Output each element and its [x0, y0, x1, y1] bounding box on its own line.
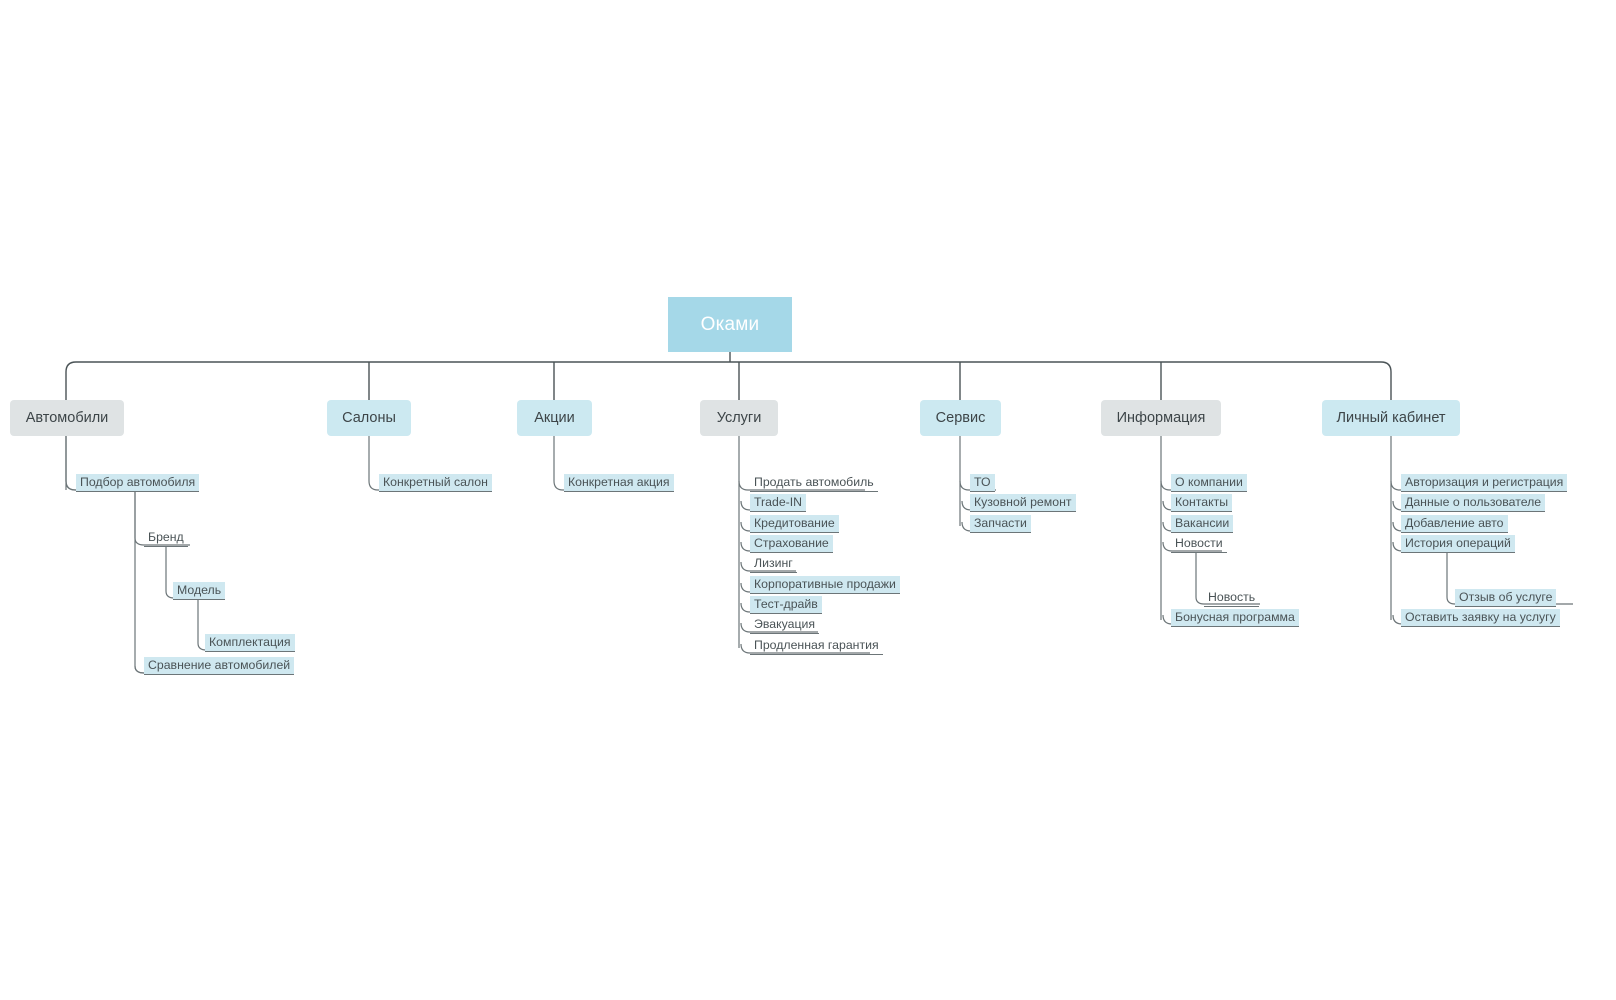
leaf-trade-in[interactable]: Trade-IN [750, 494, 807, 512]
branch-label: Личный кабинет [1336, 410, 1446, 426]
leaf-strahovanie[interactable]: Страхование [750, 535, 833, 553]
branch-node-avtomobili[interactable]: Автомобили [10, 400, 124, 436]
leaf-test-drajv[interactable]: Тест-драйв [750, 596, 822, 614]
branch-label: Салоны [342, 410, 396, 426]
leaf-evakuaciya[interactable]: Эвакуация [750, 616, 820, 634]
branch-node-servis[interactable]: Сервис [920, 400, 1001, 436]
leaf-konkretnyj-salon[interactable]: Конкретный салон [379, 474, 492, 492]
leaf-model[interactable]: Модель [173, 582, 226, 600]
leaf-komplektaciya[interactable]: Комплектация [205, 634, 295, 652]
root-node-okami[interactable]: Оками [668, 297, 792, 352]
leaf-istoriya-operacij[interactable]: История операций [1401, 535, 1515, 553]
leaf-novosti[interactable]: Новости [1171, 535, 1227, 553]
leaf-podbor-avtomobilya[interactable]: Подбор автомобиля [76, 474, 200, 492]
branch-label: Акции [534, 410, 575, 426]
leaf-dobavlenie-avto[interactable]: Добавление авто [1401, 515, 1508, 533]
root-node-label: Оками [700, 313, 760, 335]
branch-label: Автомобили [25, 410, 109, 426]
leaf-bonusnaya-programma[interactable]: Бонусная программа [1171, 609, 1299, 627]
branch-node-salony[interactable]: Салоны [327, 400, 411, 436]
branch-node-lichnyj-kabinet[interactable]: Личный кабинет [1322, 400, 1460, 436]
leaf-zapchasti[interactable]: Запчасти [970, 515, 1031, 533]
branch-label: Услуги [716, 410, 762, 426]
leaf-o-kompanii[interactable]: О компании [1171, 474, 1247, 492]
leaf-prodlennaya-garantiya[interactable]: Продленная гарантия [750, 637, 883, 655]
leaf-kontakty[interactable]: Контакты [1171, 494, 1233, 512]
leaf-sravnenie-avtomobilej[interactable]: Сравнение автомобилей [144, 657, 295, 675]
leaf-prodat-avtomobil[interactable]: Продать автомобиль [750, 474, 878, 492]
branch-node-informaciya[interactable]: Информация [1101, 400, 1221, 436]
leaf-otzyv-ob-usluge[interactable]: Отзыв об услуге [1455, 589, 1557, 607]
branch-node-akcii[interactable]: Акции [517, 400, 592, 436]
leaf-dannye-o-polzovatele[interactable]: Данные о пользователе [1401, 494, 1546, 512]
leaf-kreditovanie[interactable]: Кредитование [750, 515, 839, 533]
branch-node-uslugi[interactable]: Услуги [700, 400, 778, 436]
leaf-avtorizaciya-i-registraciya[interactable]: Авторизация и регистрация [1401, 474, 1568, 492]
leaf-kuzovnoj-remont[interactable]: Кузовной ремонт [970, 494, 1076, 512]
leaf-ostavit-zayavku-na-uslugu[interactable]: Оставить заявку на услугу [1401, 609, 1560, 627]
leaf-novost[interactable]: Новость [1204, 589, 1260, 607]
leaf-to[interactable]: ТО [970, 474, 995, 492]
branch-label: Сервис [935, 410, 986, 426]
leaf-korporativnye-prodazhi[interactable]: Корпоративные продажи [750, 576, 900, 594]
leaf-vakansii[interactable]: Вакансии [1171, 515, 1234, 533]
branch-label: Информация [1116, 410, 1206, 426]
leaf-konkretnaya-akciya[interactable]: Конкретная акция [564, 474, 674, 492]
leaf-brend[interactable]: Бренд [144, 529, 188, 547]
leaf-lizing[interactable]: Лизинг [750, 555, 797, 573]
